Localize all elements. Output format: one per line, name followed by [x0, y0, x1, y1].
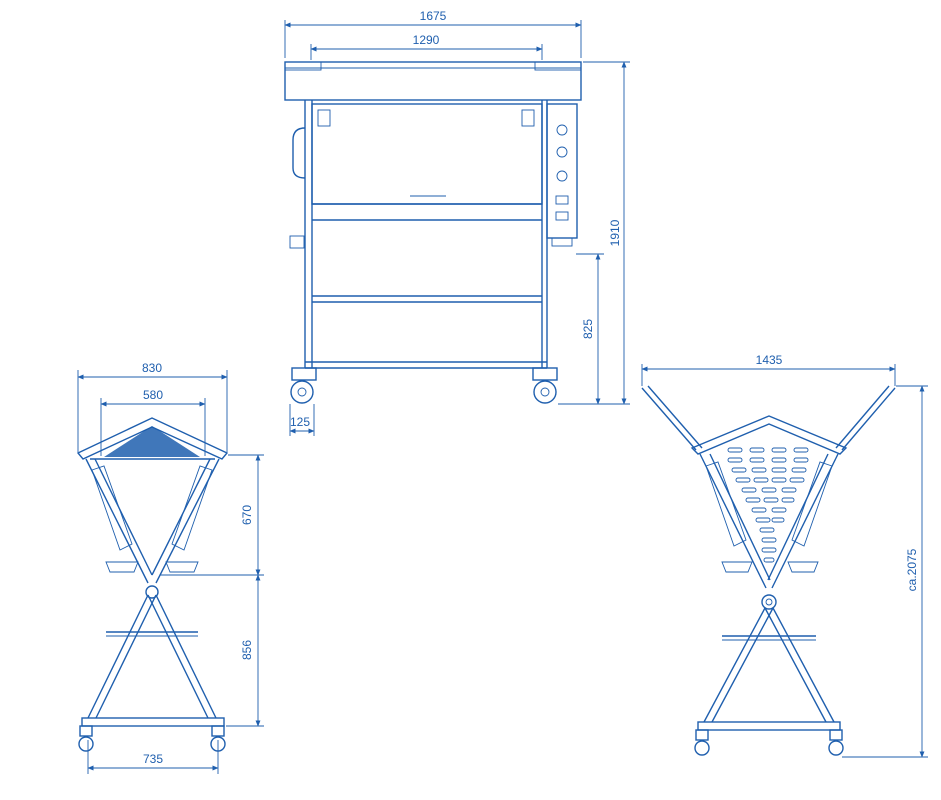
side-view-open: 1435 ca.2075: [641, 353, 928, 758]
dim-1675: 1675: [420, 9, 447, 23]
dim-1910: 1910: [608, 219, 622, 246]
dim-1435: 1435: [756, 353, 783, 367]
dim-125: 125: [290, 415, 310, 429]
dim-580: 580: [143, 388, 163, 402]
dim-856: 856: [240, 640, 254, 660]
dim-830: 830: [142, 361, 162, 375]
front-view: 1675 1290 1910 825 125: [284, 9, 630, 436]
dim-670: 670: [240, 505, 254, 525]
dim-1290: 1290: [413, 33, 440, 47]
side-view-closed: 830 580 670 856 735: [76, 361, 264, 774]
dim-825: 825: [581, 319, 595, 339]
dim-735: 735: [143, 752, 163, 766]
ventilation-slots: [727, 447, 809, 563]
dim-ca-2075: ca.2075: [905, 548, 919, 591]
